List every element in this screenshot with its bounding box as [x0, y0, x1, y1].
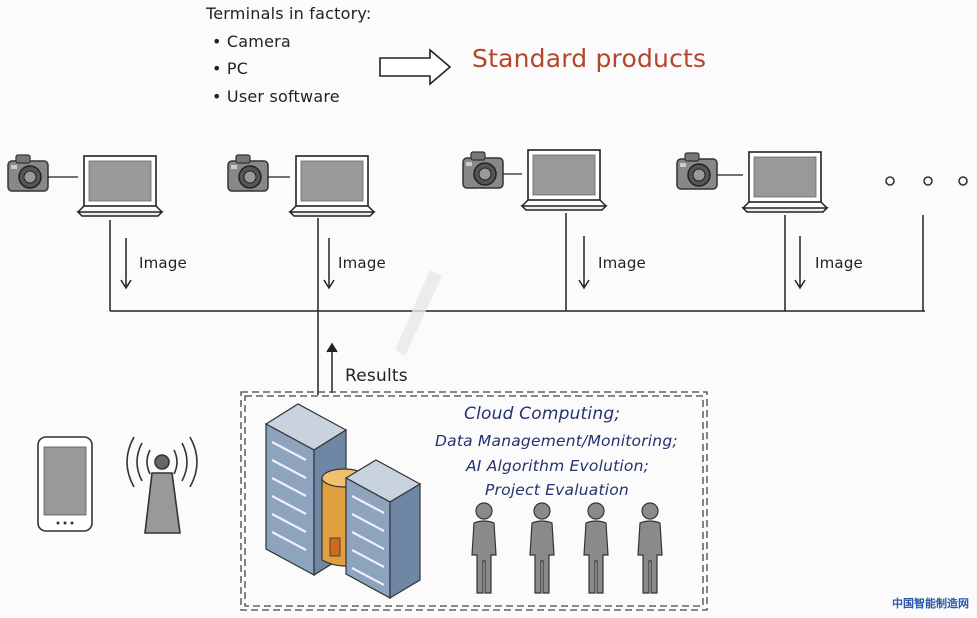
laptop-icon: [742, 151, 828, 213]
image-label: Image: [338, 254, 386, 272]
arrow-right-icon: [379, 48, 452, 86]
phone-icon: [37, 436, 93, 532]
terminal-group-2: [227, 154, 375, 217]
person-icon: [637, 502, 663, 594]
bullet-pc: • PC: [212, 59, 249, 78]
laptop-icon: [77, 155, 163, 217]
person-icon: [583, 502, 609, 594]
terminals-title: Terminals in factory:: [206, 4, 372, 23]
terminal-group-1: [7, 154, 163, 217]
camera-icon: [462, 151, 504, 189]
camera-icon: [227, 154, 269, 192]
cloud-line-data-management: Data Management/Monitoring;: [435, 432, 678, 450]
network-bus: [109, 213, 925, 395]
standard-products-label: Standard products: [472, 44, 707, 73]
person-icon: [471, 502, 497, 594]
laptop-icon: [289, 155, 375, 217]
cloud-line-ai-algorithm: AI Algorithm Evolution;: [466, 457, 650, 475]
server-rack-icon: [344, 459, 422, 600]
terminal-group-3: [462, 149, 607, 211]
terminal-group-4: [676, 151, 828, 213]
results-label: Results: [345, 366, 408, 386]
cloud-line-project-evaluation: Project Evaluation: [485, 481, 629, 499]
person-icon: [529, 502, 555, 594]
cloud-box-border: [240, 391, 708, 611]
laptop-icon: [521, 149, 607, 211]
image-label: Image: [139, 254, 187, 272]
ellipsis-dots: [885, 176, 968, 186]
bullet-camera: • Camera: [212, 32, 291, 51]
image-label: Image: [598, 254, 646, 272]
cloud-line-cloud-computing: Cloud Computing;: [464, 404, 621, 424]
camera-icon: [7, 154, 49, 192]
bullet-user-software: • User software: [212, 87, 340, 106]
watermark: 中国智能制造网: [892, 597, 969, 610]
antenna-icon: [126, 436, 198, 534]
camera-icon: [676, 152, 718, 190]
image-label: Image: [815, 254, 863, 272]
